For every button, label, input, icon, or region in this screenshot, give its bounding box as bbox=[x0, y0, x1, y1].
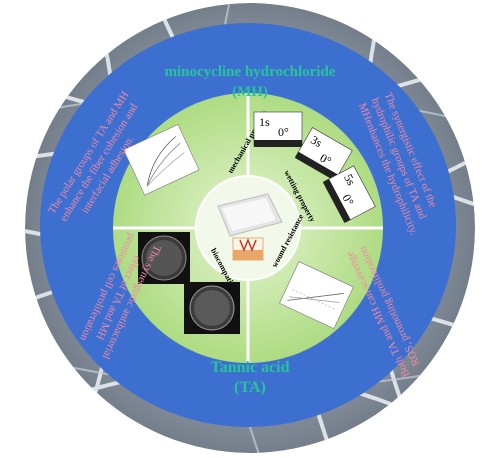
wetting-step-2: 3s 0° bbox=[294, 127, 353, 181]
wetting-step-1-angle: 0° bbox=[278, 125, 289, 139]
wound-chart-thumbnail bbox=[279, 261, 354, 330]
biocompatibility-images bbox=[138, 232, 240, 334]
bottom-label-ta-abbrev: (TA) bbox=[234, 379, 266, 396]
skin-wound-icon bbox=[232, 237, 264, 261]
wetting-sequence: 1s 0° 3s 0° 5s 0° bbox=[253, 111, 376, 223]
top-label-mh-abbrev: (MH) bbox=[232, 84, 268, 100]
wetting-step-3: 5s 0° bbox=[322, 165, 376, 223]
top-label-mh: minocycline hydrochloride bbox=[165, 64, 336, 80]
mechanical-chart-thumbnail bbox=[123, 124, 200, 196]
bottom-label-ta: Tannic acid bbox=[211, 359, 290, 376]
wetting-step-1-time: 1s bbox=[259, 115, 270, 129]
wetting-step-1: 1s 0° bbox=[253, 111, 303, 147]
